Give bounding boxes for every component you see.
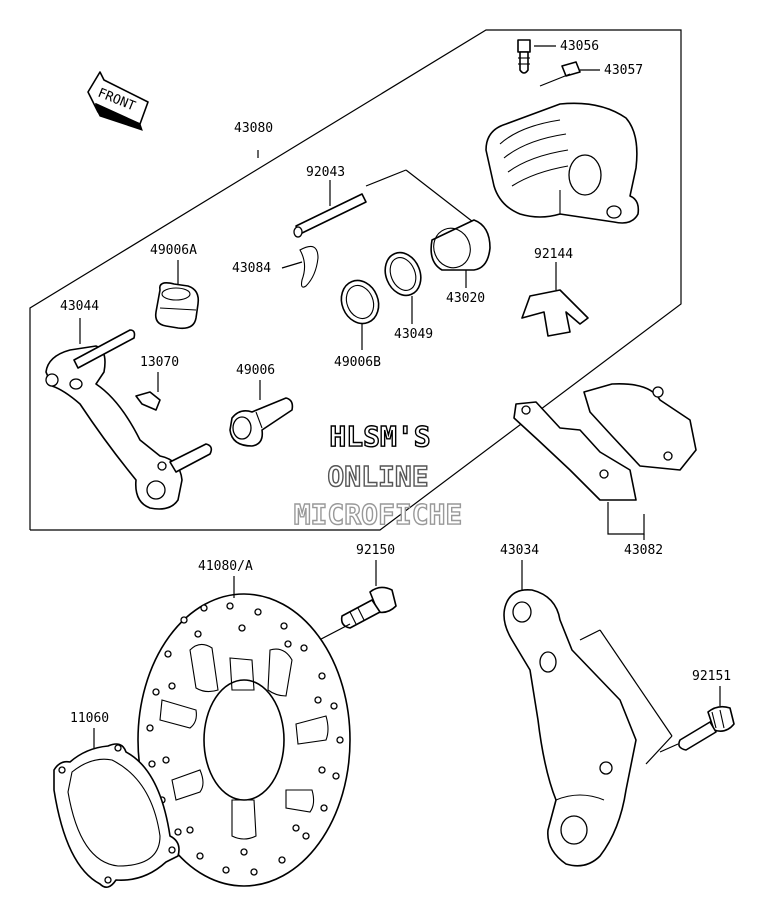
front-arrow-icon: FRONT [87,71,149,131]
disc-bolt [299,560,397,651]
pad-spring-13070 [135,372,161,411]
part-label-92151: 92151 [692,669,731,684]
part-label-49006a: 49006A [150,243,197,258]
part-label-41080a: 41080/A [198,559,253,574]
caliper-holder [503,560,673,867]
caliper-bracket [45,318,213,510]
part-label-11060: 11060 [70,711,109,726]
caliper-body [485,102,640,224]
dust-seal [340,279,380,350]
part-label-49006b: 49006B [334,355,381,370]
caliper-assembly-outline [29,29,682,531]
part-label-43049: 43049 [394,327,433,342]
part-label-43020: 43020 [446,291,485,306]
watermark-line-3: MICROFICHE [294,498,463,531]
holder-bolt [659,686,735,753]
part-label-92043: 92043 [306,165,345,180]
brake-pads [513,383,697,540]
part-label-49006: 49006 [236,363,275,378]
watermark-line-2: ONLINE [327,460,428,493]
bleeder-valve [517,39,556,74]
part-label-92150: 92150 [356,543,395,558]
part-label-43056: 43056 [560,39,599,54]
boot-49006a [154,260,200,330]
caliper-pin [293,169,487,238]
part-label-43044: 43044 [60,299,99,314]
watermark-line-1: HLSM'S [329,420,430,453]
brake-disc [137,576,351,887]
piston-seal [384,251,422,324]
part-label-43057: 43057 [604,63,643,78]
part-label-43084: 43084 [232,261,271,276]
part-label-92144: 92144 [534,247,573,262]
pin-clip [281,245,319,288]
caliper-piston [430,219,491,288]
watermark: HLSM'S ONLINE MICROFICHE [293,419,463,531]
anti-rattle-spring [521,262,589,337]
part-label-43034: 43034 [500,543,539,558]
hub-gasket [53,728,180,888]
part-label-43082: 43082 [624,543,663,558]
part-label-43080: 43080 [234,121,273,136]
boot-49006 [229,380,294,447]
bleeder-cap [539,61,600,87]
part-label-13070: 13070 [140,355,179,370]
